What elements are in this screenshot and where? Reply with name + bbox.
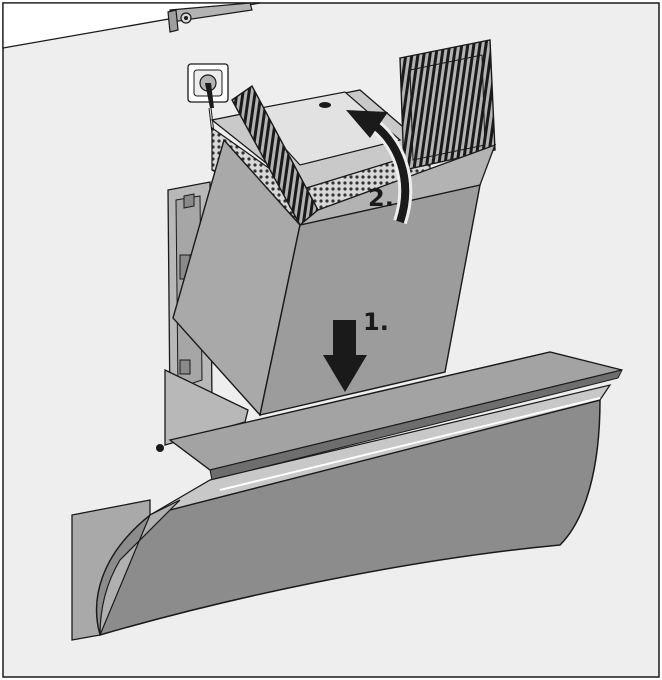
step-1-label: 1. [363, 308, 389, 336]
step-2-arrow [346, 110, 413, 225]
vent-panel-right [399, 39, 496, 171]
step-1-arrow [323, 320, 367, 392]
wall-socket [187, 63, 229, 161]
glass-front-panel [71, 384, 612, 641]
hood-top-plate [156, 351, 623, 481]
chimney-duct [172, 138, 497, 417]
step-2-label: 2. [368, 184, 394, 212]
ceiling-bracket [167, 2, 253, 33]
